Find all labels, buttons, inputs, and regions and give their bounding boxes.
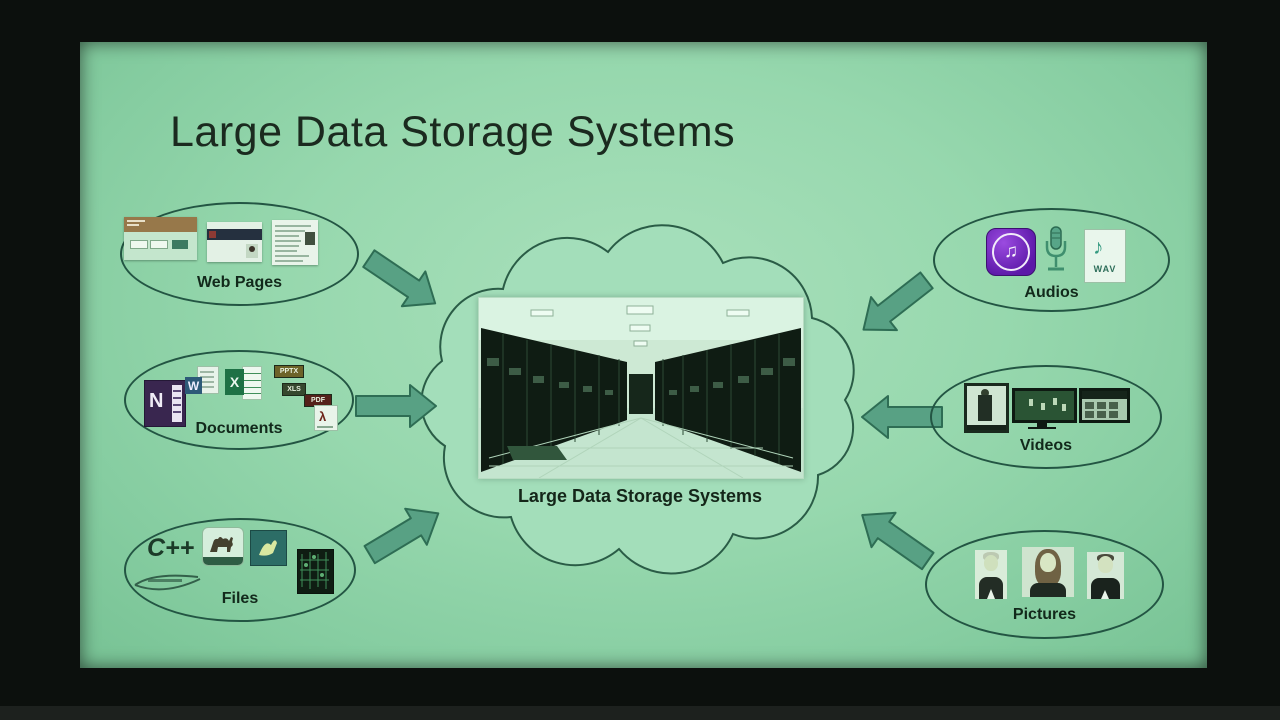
files-label: Files (221, 590, 259, 607)
documents-oval: N W X PPTX XLS PDF λ Documents (124, 350, 354, 450)
webpage-thumbnail-3 (272, 220, 318, 265)
portrait-photo-1 (975, 550, 1007, 599)
itunes-icon: ♫ (986, 228, 1036, 276)
portrait-photo-3 (1087, 552, 1124, 599)
slide-title: Large Data Storage Systems (170, 108, 736, 156)
portrait-photo-2 (1022, 547, 1074, 597)
pptx-badge: PPTX (274, 365, 304, 378)
videos-oval: Videos (930, 365, 1162, 469)
wav-file-icon: ♪ WAV (1084, 229, 1126, 283)
pictures-oval: Pictures (925, 530, 1164, 639)
audios-oval: ♫ ♪ WAV Audios (933, 208, 1170, 312)
webpage-thumbnail-2 (207, 222, 262, 262)
video-thumbnail-2 (1012, 388, 1077, 423)
presentation-slide: Large Data Storage Systems (80, 42, 1207, 668)
video-thumbnail-3 (1079, 388, 1130, 423)
videos-label: Videos (1019, 437, 1073, 454)
audios-arrow (862, 271, 934, 332)
swoosh-logo (132, 570, 202, 596)
xls-badge: XLS (282, 383, 306, 396)
perl-camel-icon (202, 527, 244, 566)
teal-app-icon (250, 530, 287, 566)
web-pages-oval: Web Pages (120, 202, 359, 306)
pictures-arrow (861, 511, 935, 571)
webpages-arrow (362, 249, 437, 308)
webpage-thumbnail-1 (124, 217, 197, 260)
cpp-logo: C++ (147, 534, 195, 562)
files-oval: C++ (124, 518, 356, 622)
acrobat-page-icon: λ (314, 405, 338, 431)
documents-label: Documents (195, 420, 283, 437)
tv-stand (1037, 423, 1047, 427)
audios-label: Audios (1024, 284, 1079, 301)
excel-icon: X (225, 366, 262, 400)
tv-base (1028, 427, 1056, 429)
server-room-image (478, 297, 804, 479)
onenote-icon: N (144, 380, 186, 427)
files-arrow (363, 507, 440, 565)
microphone-icon (1043, 225, 1069, 279)
video-thumbnail-1 (964, 383, 1009, 433)
web-pages-label: Web Pages (196, 274, 283, 291)
cloud-caption: Large Data Storage Systems (517, 486, 763, 506)
circuit-board-icon (297, 549, 334, 594)
pictures-label: Pictures (1012, 606, 1077, 623)
letterbox-strip (0, 706, 1280, 720)
word-icon: W (185, 366, 219, 394)
documents-arrow (355, 384, 437, 428)
